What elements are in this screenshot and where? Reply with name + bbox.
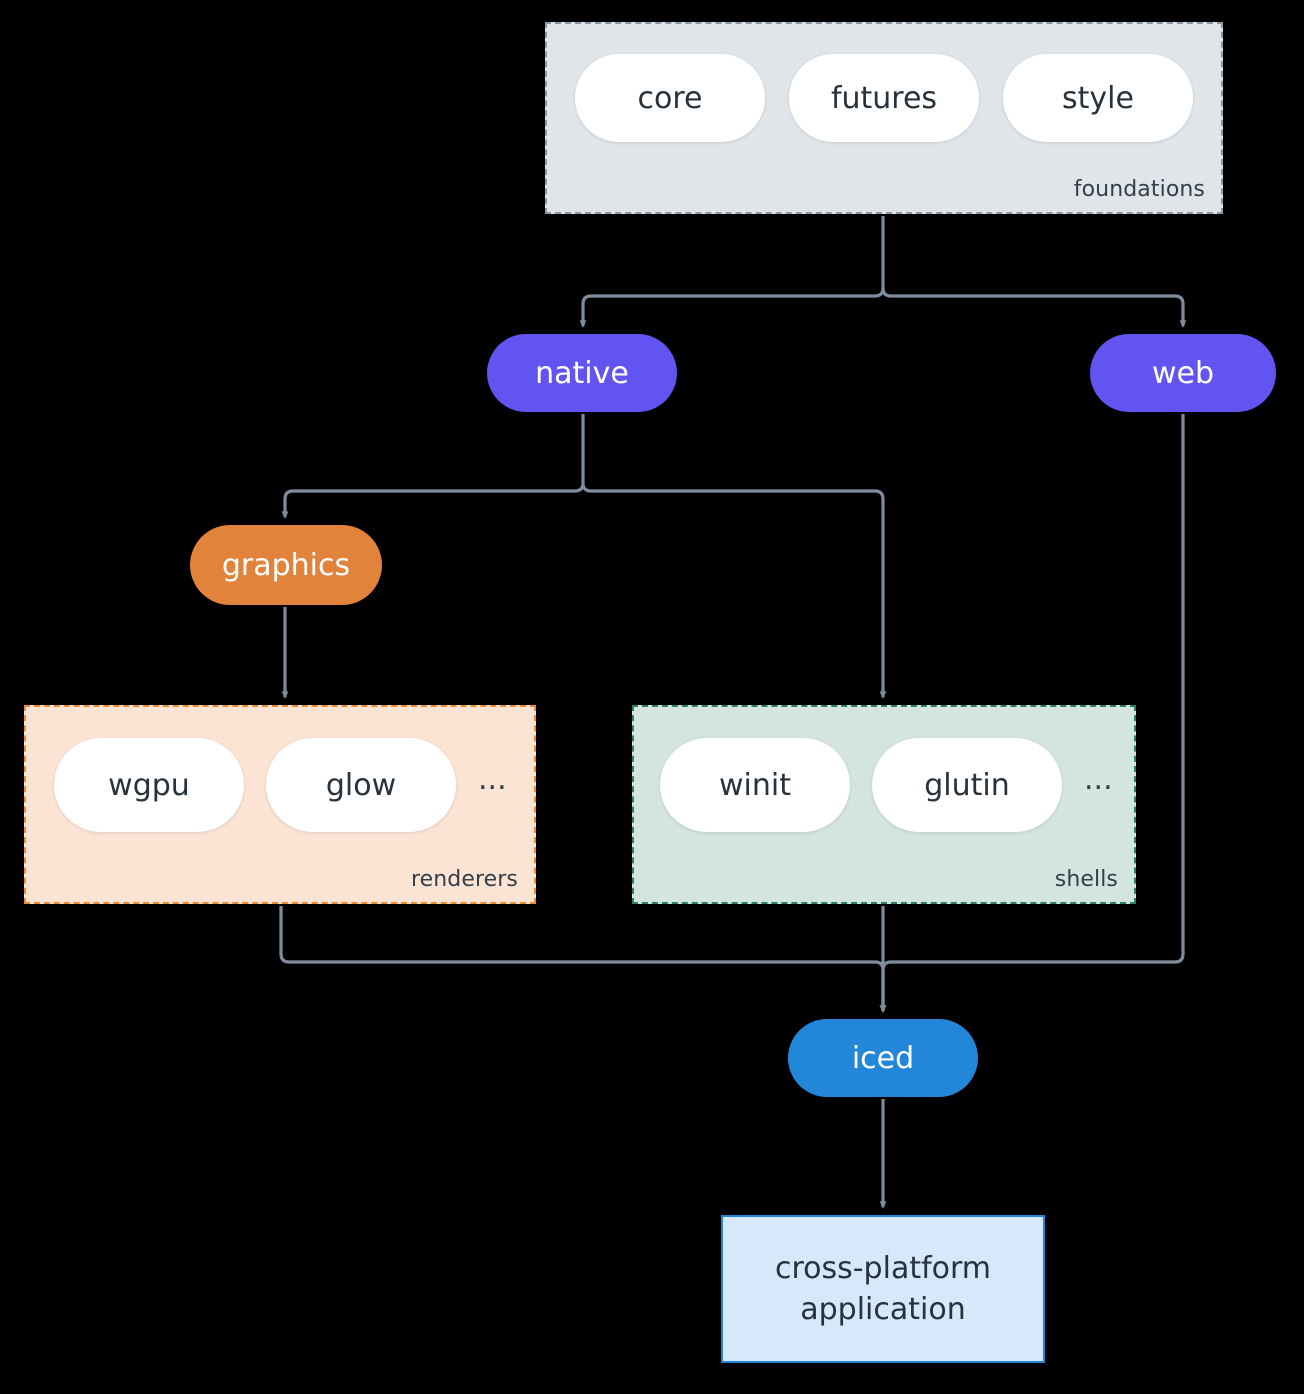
node-futures[interactable]: futures — [789, 54, 979, 142]
node-cross-platform-application[interactable]: cross-platform application — [721, 1215, 1045, 1363]
edge-native-shells — [581, 482, 887, 700]
cluster-renderers: wgpu glow ... renderers — [24, 705, 536, 904]
edge-native-graphics — [281, 414, 585, 520]
renderers-ellipsis: ... — [478, 762, 507, 797]
edge-renderers-iced — [279, 906, 887, 1014]
node-core[interactable]: core — [575, 54, 765, 142]
application-line-2: application — [800, 1292, 966, 1327]
node-native[interactable]: native — [487, 334, 677, 412]
cluster-foundations: core futures style foundations — [545, 22, 1223, 214]
shells-ellipsis: ... — [1084, 762, 1113, 797]
cluster-shells: winit glutin ... shells — [632, 705, 1136, 904]
application-line-1: cross-platform — [774, 1250, 992, 1286]
node-graphics[interactable]: graphics — [190, 525, 382, 605]
node-glutin[interactable]: glutin — [872, 738, 1062, 832]
shells-item-row: winit glutin ... — [660, 738, 1113, 832]
node-style[interactable]: style — [1003, 54, 1193, 142]
renderers-item-row: wgpu glow ... — [54, 738, 507, 832]
node-wgpu[interactable]: wgpu — [54, 738, 244, 832]
node-web[interactable]: web — [1090, 334, 1276, 412]
node-winit[interactable]: winit — [660, 738, 850, 832]
edge-foundations-native — [579, 216, 885, 329]
foundations-item-row: core futures style — [575, 54, 1193, 142]
cluster-label-foundations: foundations — [1073, 177, 1205, 202]
edge-foundations-web — [881, 287, 1187, 329]
cluster-label-shells: shells — [1054, 867, 1118, 892]
cluster-label-renderers: renderers — [410, 867, 518, 892]
node-glow[interactable]: glow — [266, 738, 456, 832]
node-iced[interactable]: iced — [788, 1019, 978, 1097]
